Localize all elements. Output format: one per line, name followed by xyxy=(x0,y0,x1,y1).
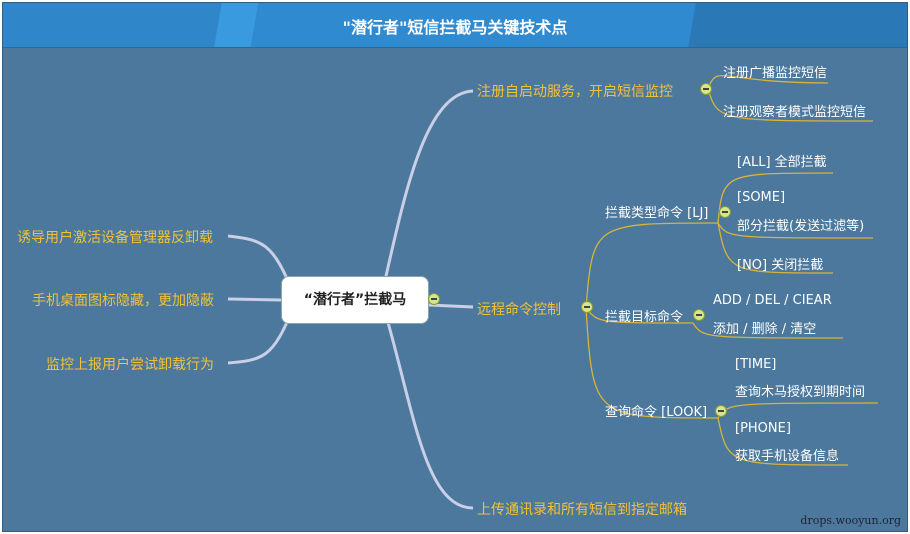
leaf[interactable]: [PHONE] xyxy=(735,421,791,436)
collapse-icon[interactable] xyxy=(719,206,731,218)
connector xyxy=(379,89,474,299)
connector xyxy=(227,297,282,302)
page-title: "潜行者"短信拦截马关键技术点 xyxy=(342,18,568,37)
connector xyxy=(379,297,474,510)
topic-autostart[interactable]: 注册自启动服务，开启短信监控 xyxy=(477,84,673,100)
collapse-icon[interactable] xyxy=(581,301,593,313)
collapse-icon[interactable] xyxy=(693,309,705,321)
leaf[interactable]: [SOME] xyxy=(737,190,786,205)
collapse-icon[interactable] xyxy=(700,83,712,95)
central-topic[interactable]: “潜行者”拦截马 xyxy=(281,276,429,324)
topic-left-2[interactable]: 手机桌面图标隐藏，更加隐蔽 xyxy=(32,293,214,309)
leaf[interactable]: 查询木马授权到期时间 xyxy=(735,385,866,400)
topic-remote-control[interactable]: 远程命令控制 xyxy=(477,302,561,318)
leaf[interactable]: ADD / DEL / CIEAR xyxy=(713,293,832,308)
leaf[interactable]: 获取手机设备信息 xyxy=(735,449,840,464)
leaf[interactable]: [ALL] 全部拦截 xyxy=(737,155,827,170)
collapse-icon[interactable] xyxy=(715,405,727,417)
collapse-icon[interactable] xyxy=(428,293,440,305)
subtopic-look[interactable]: 查询命令 [LOOK] xyxy=(605,405,708,420)
topic-upload[interactable]: 上传通讯录和所有短信到指定邮箱 xyxy=(477,502,687,518)
leaf[interactable]: 部分拦截(发送过滤等) xyxy=(737,219,865,234)
topic-left-1[interactable]: 诱导用户激活设备管理器反卸载 xyxy=(17,230,213,246)
subtopic-lj[interactable]: 拦截类型命令 [LJ] xyxy=(605,206,709,221)
leaf[interactable]: [TIME] xyxy=(735,357,777,372)
subtopic[interactable]: 注册广播监控短信 xyxy=(723,66,828,81)
topic-left-3[interactable]: 监控上报用户尝试卸载行为 xyxy=(46,357,214,373)
leaf[interactable]: [NO] 关闭拦截 xyxy=(737,258,824,273)
title-bar: "潜行者"短信拦截马关键技术点 xyxy=(3,3,907,48)
subtopic-target[interactable]: 拦截目标命令 xyxy=(605,310,684,325)
subtopic[interactable]: 注册观察者模式监控短信 xyxy=(723,105,867,120)
watermark: drops.wooyun.org xyxy=(800,514,901,527)
connector xyxy=(428,303,474,309)
leaf[interactable]: 添加 / 删除 / 清空 xyxy=(713,322,817,337)
